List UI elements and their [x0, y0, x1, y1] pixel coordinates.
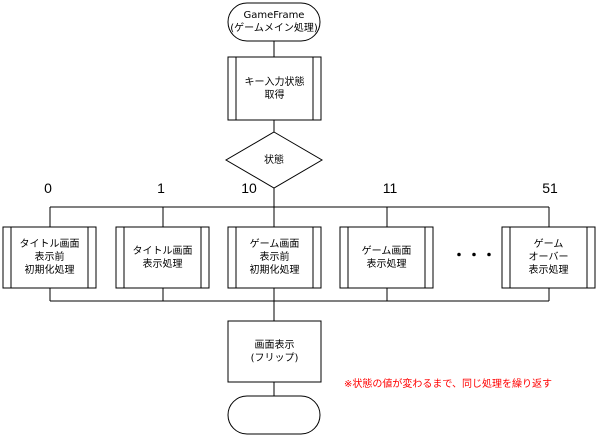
process-box-11-line1: ゲーム画面: [361, 245, 412, 257]
case-label-10: 10: [241, 180, 257, 196]
process-box-0-label: タイトル画面 表示前 初期化処理: [11, 227, 88, 288]
end-terminator-shape: [227, 395, 321, 435]
process-box-10-line1: ゲーム画面: [249, 239, 300, 250]
start-terminator-line2: (ゲームメイン処理): [230, 23, 318, 34]
display-line1: 画面表示: [254, 339, 295, 351]
process-box-1-shape: [115, 226, 210, 289]
process-box-1-label: タイトル画面 表示処理: [124, 227, 201, 288]
key-input-process-shape: [227, 56, 322, 121]
display-box-label: 画面表示 (フリップ): [228, 321, 321, 382]
process-box-10-line3: 初期化処理: [249, 265, 300, 276]
process-box-11-label: ゲーム画面 表示処理: [348, 227, 425, 288]
display-line2: (フリップ): [250, 352, 299, 364]
repeat-note: ※状態の値が変わるまで、同じ処理を繰り返す: [344, 379, 552, 390]
start-terminator-label: GameFrame (ゲームメイン処理): [228, 3, 320, 41]
process-box-1-line1: タイトル画面: [132, 245, 193, 257]
key-input-line1: キー入力状態: [244, 76, 305, 88]
case-label-0: 0: [44, 180, 52, 196]
process-box-11-line2: 表示処理: [366, 258, 407, 270]
process-box-10-label: ゲーム画面 表示前 初期化処理: [236, 227, 313, 288]
case-label-11: 11: [382, 180, 398, 196]
decision-label: 状態: [244, 150, 304, 170]
start-terminator-line1: GameFrame: [243, 10, 305, 21]
process-box-51-label: ゲーム オーバー 表示処理: [510, 227, 587, 288]
key-input-process-label: キー入力状態 取得: [236, 57, 313, 120]
process-box-0-line1: タイトル画面: [19, 239, 80, 250]
case-label-51: 51: [542, 180, 558, 196]
key-input-line2: 取得: [264, 89, 285, 101]
process-box-0-line2: 表示前: [34, 252, 65, 263]
display-box-shape: [227, 320, 322, 383]
process-box-1-line2: 表示処理: [142, 258, 183, 270]
process-box-0-line3: 初期化処理: [24, 265, 75, 276]
case-label-1: 1: [157, 180, 165, 196]
ellipsis-more-cases: ・・・: [452, 248, 497, 264]
process-box-10-line2: 表示前: [259, 252, 290, 263]
process-box-51-line1: ゲーム: [533, 239, 564, 250]
process-box-51-line2: オーバー: [528, 252, 569, 263]
decision-text: 状態: [264, 154, 284, 166]
process-box-51-line3: 表示処理: [528, 265, 569, 276]
process-box-11-shape: [339, 226, 434, 289]
process-box-0-shape: [2, 226, 97, 289]
